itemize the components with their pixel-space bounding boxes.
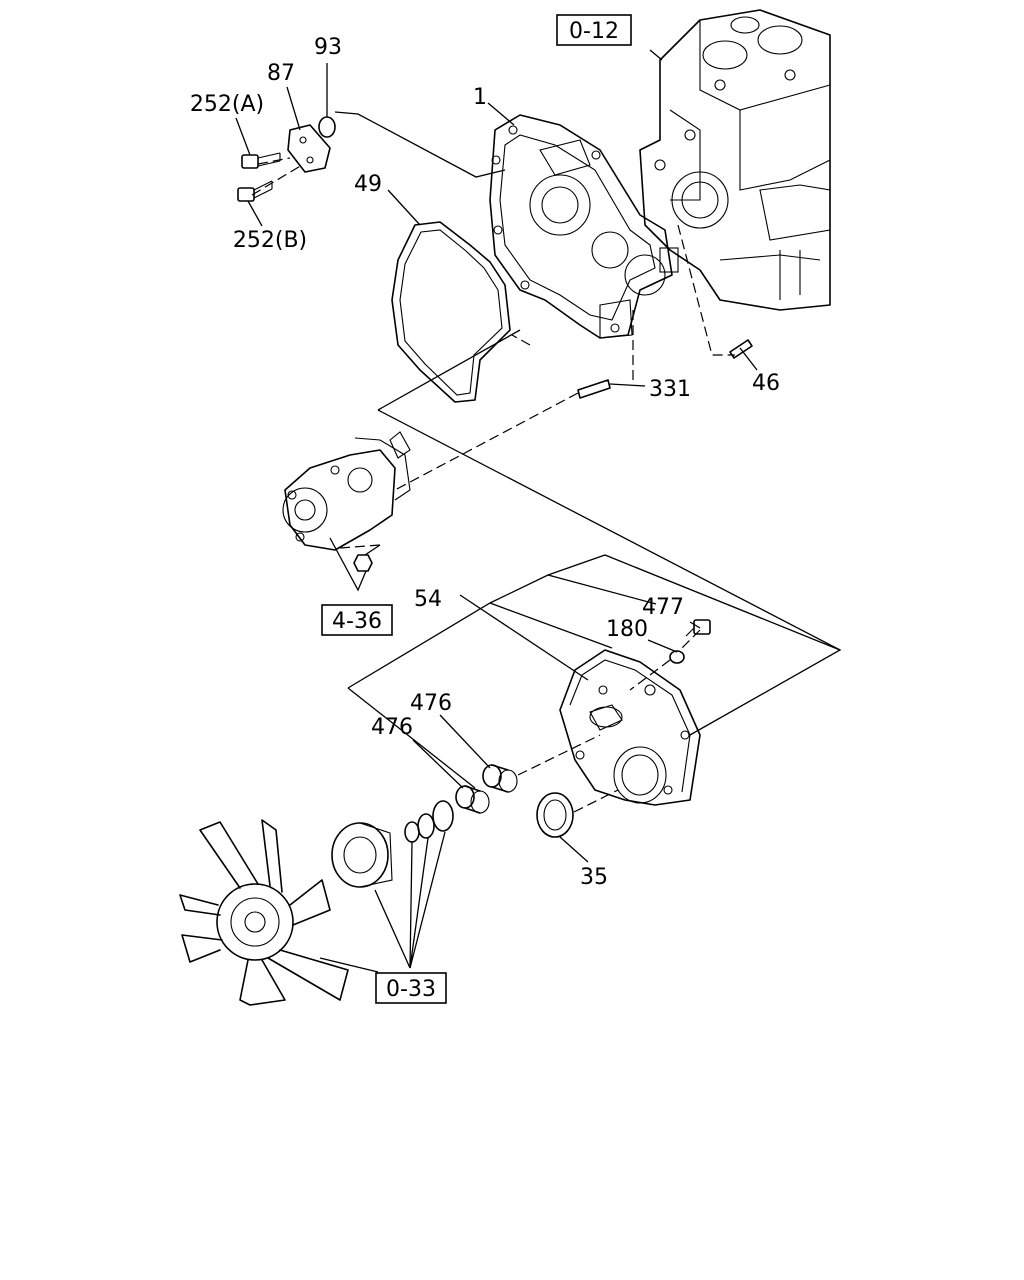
bolt-252b[interactable] bbox=[237, 180, 273, 202]
callout-180: 180 bbox=[606, 617, 648, 642]
callouts: 93 87 252(A) 252(B) 1 49 331 46 54 477 1… bbox=[190, 35, 780, 890]
leader-lines bbox=[235, 49, 758, 973]
ref-label-0-33: 0-33 bbox=[386, 977, 436, 1002]
nut[interactable] bbox=[353, 554, 373, 572]
engine-block[interactable] bbox=[639, 9, 831, 311]
ref-label-0-12: 0-12 bbox=[569, 19, 619, 44]
stud-bolt-331[interactable] bbox=[577, 379, 611, 399]
oil-seal-35[interactable] bbox=[536, 792, 574, 838]
callout-1: 1 bbox=[473, 85, 487, 110]
stud-bolt-46[interactable] bbox=[729, 339, 753, 359]
callout-93: 93 bbox=[314, 35, 342, 60]
spacer-rings[interactable] bbox=[404, 800, 454, 843]
callout-252b: 252(B) bbox=[233, 228, 307, 253]
cooling-fan[interactable] bbox=[179, 819, 349, 1006]
ref-label-4-36: 4-36 bbox=[332, 609, 382, 634]
power-steering-pump[interactable] bbox=[282, 431, 411, 551]
ref-box-0-12[interactable]: 0-12 bbox=[556, 14, 632, 46]
callout-54: 54 bbox=[414, 587, 442, 612]
callout-49: 49 bbox=[354, 172, 382, 197]
bolt-477[interactable] bbox=[685, 619, 711, 637]
ref-box-0-33[interactable]: 0-33 bbox=[375, 972, 447, 1004]
oring-93[interactable] bbox=[318, 116, 336, 138]
alignment-lines bbox=[251, 157, 735, 813]
callout-252a: 252(A) bbox=[190, 92, 264, 117]
front-cover[interactable] bbox=[559, 649, 701, 806]
ref-box-4-36[interactable]: 4-36 bbox=[321, 604, 393, 636]
bracket-87[interactable] bbox=[287, 124, 331, 173]
gasket[interactable] bbox=[391, 221, 511, 403]
bushing-476-lower[interactable] bbox=[455, 785, 490, 814]
callout-477: 477 bbox=[642, 595, 684, 620]
washer-180[interactable] bbox=[669, 650, 685, 664]
callout-476-lower: 476 bbox=[371, 715, 413, 740]
callout-331: 331 bbox=[649, 377, 691, 402]
fan-pulley[interactable] bbox=[331, 822, 393, 888]
bushing-476-upper[interactable] bbox=[482, 764, 518, 793]
callout-476-upper: 476 bbox=[410, 691, 452, 716]
callout-46: 46 bbox=[752, 371, 780, 396]
gear-case-plate[interactable] bbox=[489, 114, 679, 339]
assembly-lines bbox=[334, 111, 842, 789]
callout-87: 87 bbox=[267, 61, 295, 86]
callout-35: 35 bbox=[580, 865, 608, 890]
